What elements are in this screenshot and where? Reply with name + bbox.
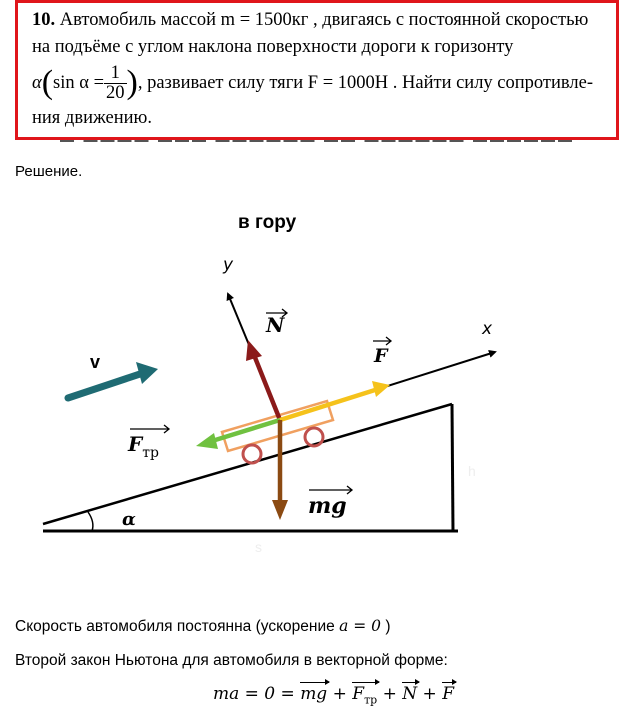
diagram-title: в гору	[238, 212, 297, 233]
force-mg-arrow	[272, 420, 288, 520]
paren-close: )	[126, 64, 138, 101]
eq-n: N	[402, 679, 420, 704]
force-mg-label: mg	[308, 493, 347, 519]
eq-f: F	[442, 679, 457, 704]
eq-mg: mg	[300, 679, 331, 704]
problem-text: 10. Автомобиль массой m = 1500кг , двига…	[32, 7, 608, 132]
angle-label: α	[122, 509, 136, 530]
fraction: 1 20	[104, 63, 127, 103]
car-wheel-rear	[241, 443, 263, 465]
problem-line-3: α ( sin α = 1 20 ) , развивает силу тяги…	[32, 61, 608, 105]
car-wheel-front	[303, 426, 325, 448]
force-Ftr-vector-bar	[130, 424, 171, 434]
incline-slope	[42, 402, 453, 526]
velocity-arrow	[64, 362, 158, 402]
eq-ftr-sub: тр	[364, 693, 378, 707]
x-axis-label: x	[481, 319, 493, 339]
force-Ftr-shaft	[211, 417, 281, 444]
force-mg-head	[272, 500, 288, 520]
newton-equation: ma = 0 = mg + Fтр + N + F	[213, 678, 457, 707]
alpha-symbol: α	[32, 72, 42, 93]
velocity-head	[136, 362, 158, 384]
force-Ftr-head	[196, 433, 218, 449]
problem-line-1-text: Автомобиль массой m = 1500кг , двигаясь …	[59, 10, 589, 30]
eq-ftr: Fтр	[352, 678, 381, 707]
problem-line-1: 10. Автомобиль массой m = 1500кг , двига…	[32, 7, 608, 34]
problem-line-2: на подъёме с углом наклона поверхности д…	[32, 37, 514, 57]
y-axis-label: y	[222, 255, 234, 275]
faint-mark-s: s	[255, 539, 262, 555]
force-F-shaft	[279, 387, 376, 423]
para1-end: )	[385, 618, 391, 635]
sin-expression: sin α =	[53, 72, 105, 93]
force-N-shaft	[251, 354, 283, 421]
force-N-label: N	[265, 313, 285, 337]
force-mg-vector-bar	[309, 485, 354, 495]
para1-math: a = 0	[339, 617, 382, 635]
force-Ftr-label: Fтр	[127, 432, 159, 461]
force-Ftr-arrow	[196, 417, 281, 449]
force-F-arrow	[279, 381, 390, 423]
force-Ftr-label-main: F	[127, 432, 144, 456]
velocity-shaft	[64, 370, 144, 402]
cut-next-line: ▬ ▬▬▬▬ ▬▬▬ ▬▬▬▬▬▬ ▬▬ ▬▬▬▬▬▬ ▬▬▬▬▬▬ ▬▬▬▬▬…	[60, 140, 620, 148]
problem-number: 10.	[32, 10, 56, 30]
force-F-head	[372, 381, 390, 397]
eq-plus-2: +	[377, 684, 403, 704]
faint-mark-h: h	[468, 463, 476, 479]
incline: α	[42, 402, 458, 533]
force-diagram: в гору α y x N F Fтр	[42, 212, 497, 555]
force-N-arrow	[246, 340, 283, 421]
eq-plus-3: +	[417, 684, 443, 704]
eq-ftr-main: F	[352, 684, 365, 704]
force-F-vector-bar	[373, 336, 393, 346]
car-body	[220, 399, 335, 453]
force-N-vector-bar	[266, 308, 289, 318]
eq-lhs: ma = 0 =	[213, 684, 301, 704]
incline-height	[450, 403, 455, 533]
problem-line-4: ния движению.	[32, 108, 152, 128]
fraction-denominator: 20	[106, 82, 125, 103]
fraction-numerator: 1	[104, 63, 127, 84]
eq-plus-1: +	[327, 684, 353, 704]
force-N-head	[246, 340, 262, 361]
force-Ftr-label-sub: тр	[142, 445, 159, 461]
problem-line-3-rest: , развивает силу тяги F = 1000Н . Найти …	[137, 72, 594, 93]
force-F-label: F	[373, 345, 389, 367]
solution-label: Решение.	[15, 163, 83, 180]
car	[220, 399, 335, 465]
paragraph-constant-speed: Скорость автомобиля постоянна (ускорение…	[15, 617, 391, 636]
paragraph-newton-law: Второй закон Ньютона для автомобиля в ве…	[15, 652, 448, 669]
problem-box: 10. Автомобиль массой m = 1500кг , двига…	[15, 0, 619, 140]
paren-open: (	[41, 64, 54, 101]
angle-arc	[87, 511, 94, 532]
para1-start: Скорость автомобиля постоянна (ускорение	[15, 618, 340, 635]
velocity-label: v	[90, 352, 100, 372]
